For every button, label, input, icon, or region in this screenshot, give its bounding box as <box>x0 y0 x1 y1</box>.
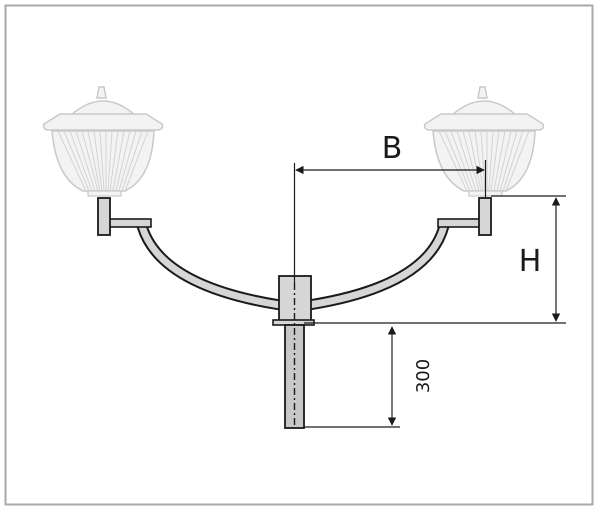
dimension-300: 300 <box>304 326 434 428</box>
right-arm-fill <box>308 225 448 309</box>
left-lamp-mount <box>97 197 111 236</box>
dim-h-label: H <box>519 244 542 279</box>
drawing-frame <box>4 4 594 506</box>
dim-300-label: 300 <box>413 359 434 393</box>
right-arm-tab <box>437 218 482 228</box>
left-lamp <box>42 86 164 197</box>
right-lamp-mount <box>478 197 492 236</box>
right-lamp-rim <box>423 113 545 131</box>
left-arm-tab <box>107 218 152 228</box>
dimension-b: B <box>293 131 487 283</box>
left-lamp-finial <box>96 86 107 99</box>
right-lamp <box>423 86 545 197</box>
dim-b-label: B <box>382 131 403 166</box>
left-arm-fill <box>138 224 281 309</box>
left-lamp-neck <box>87 190 122 197</box>
left-lamp-ribs <box>57 131 149 191</box>
double-arm-bracket <box>97 197 492 326</box>
mounting-pole <box>284 283 305 429</box>
right-lamp-finial <box>477 86 488 99</box>
right-lamp-ribs <box>438 131 530 191</box>
left-lamp-rim <box>42 113 164 131</box>
dimension-h: H <box>304 195 566 324</box>
